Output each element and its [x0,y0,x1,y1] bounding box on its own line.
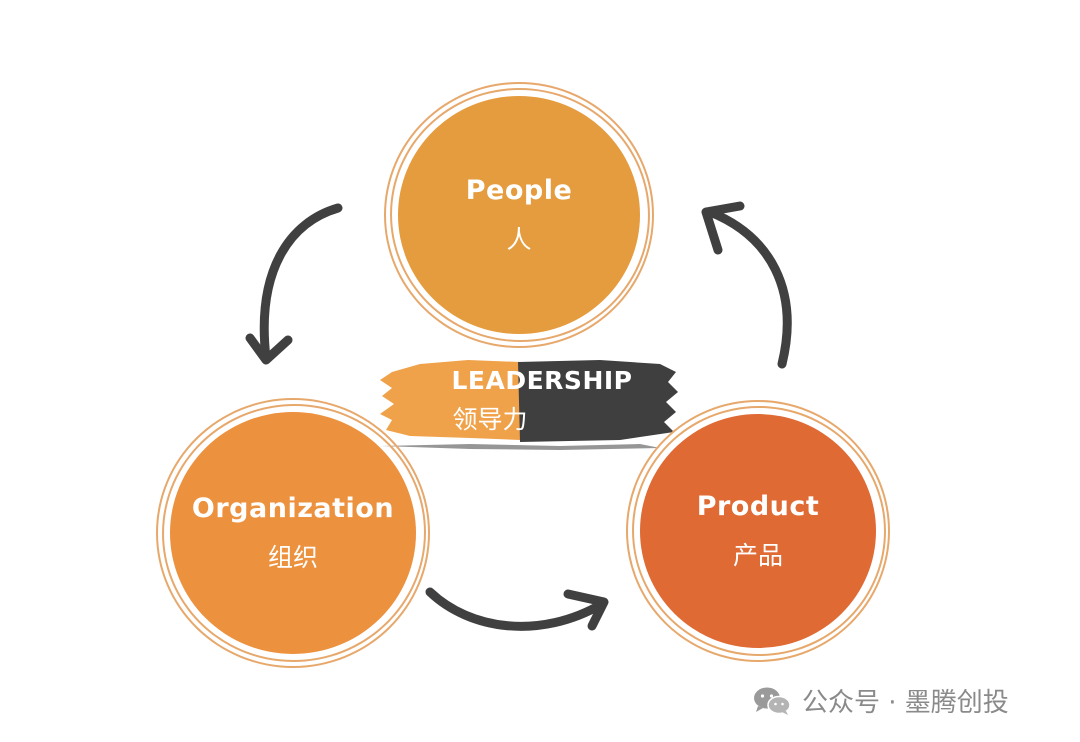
product-node: Product 产品 [640,414,876,648]
people-node: People 人 [398,96,640,334]
product-label-en: Product [696,490,820,522]
leadership-label-en: LEADERSHIP [451,366,633,395]
arrowhead-organization-to-product [563,589,609,631]
leadership-brush-banner [380,360,678,450]
product-label-zh: 产品 [732,540,783,570]
leadership-label-zh: 领导力 [452,405,528,434]
organization-label-zh: 组织 [267,542,318,572]
watermark: 公众号 · 墨腾创投 [752,682,1009,719]
people-label-zh: 人 [506,224,532,254]
brush-stroke-dark [518,360,678,442]
arrowhead-product-to-people [701,201,745,255]
arrow-product-to-people [705,207,792,369]
brush-stroke-orange [380,360,522,440]
arrow-organization-to-product [425,587,607,631]
brush-streak [380,444,660,450]
watermark-text: 公众号 · 墨腾创投 [802,688,1009,718]
organization-node: Organization 组织 [170,412,416,654]
cycle-arrows [245,201,792,631]
people-label-en: People [465,174,573,206]
arrow-people-to-organization [259,203,343,363]
organization-label-en: Organization [191,492,395,524]
arrowhead-people-to-organization [245,333,293,365]
wechat-icon [754,687,791,715]
